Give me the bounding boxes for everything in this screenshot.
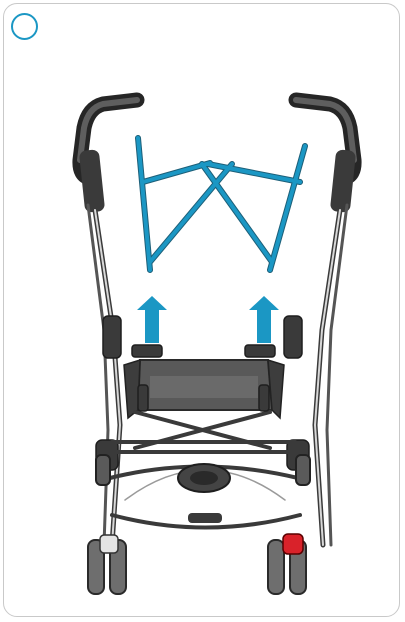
front-right-wheels: [268, 534, 306, 594]
front-left-wheels: [88, 535, 126, 594]
lower-frame: [110, 464, 300, 528]
left-handle: [79, 100, 137, 213]
up-arrow-left: [137, 296, 167, 343]
cross-braces: [112, 412, 295, 452]
canopy-frame: [138, 138, 305, 270]
brake-pedal: [283, 534, 303, 554]
up-arrow-right: [249, 296, 279, 343]
